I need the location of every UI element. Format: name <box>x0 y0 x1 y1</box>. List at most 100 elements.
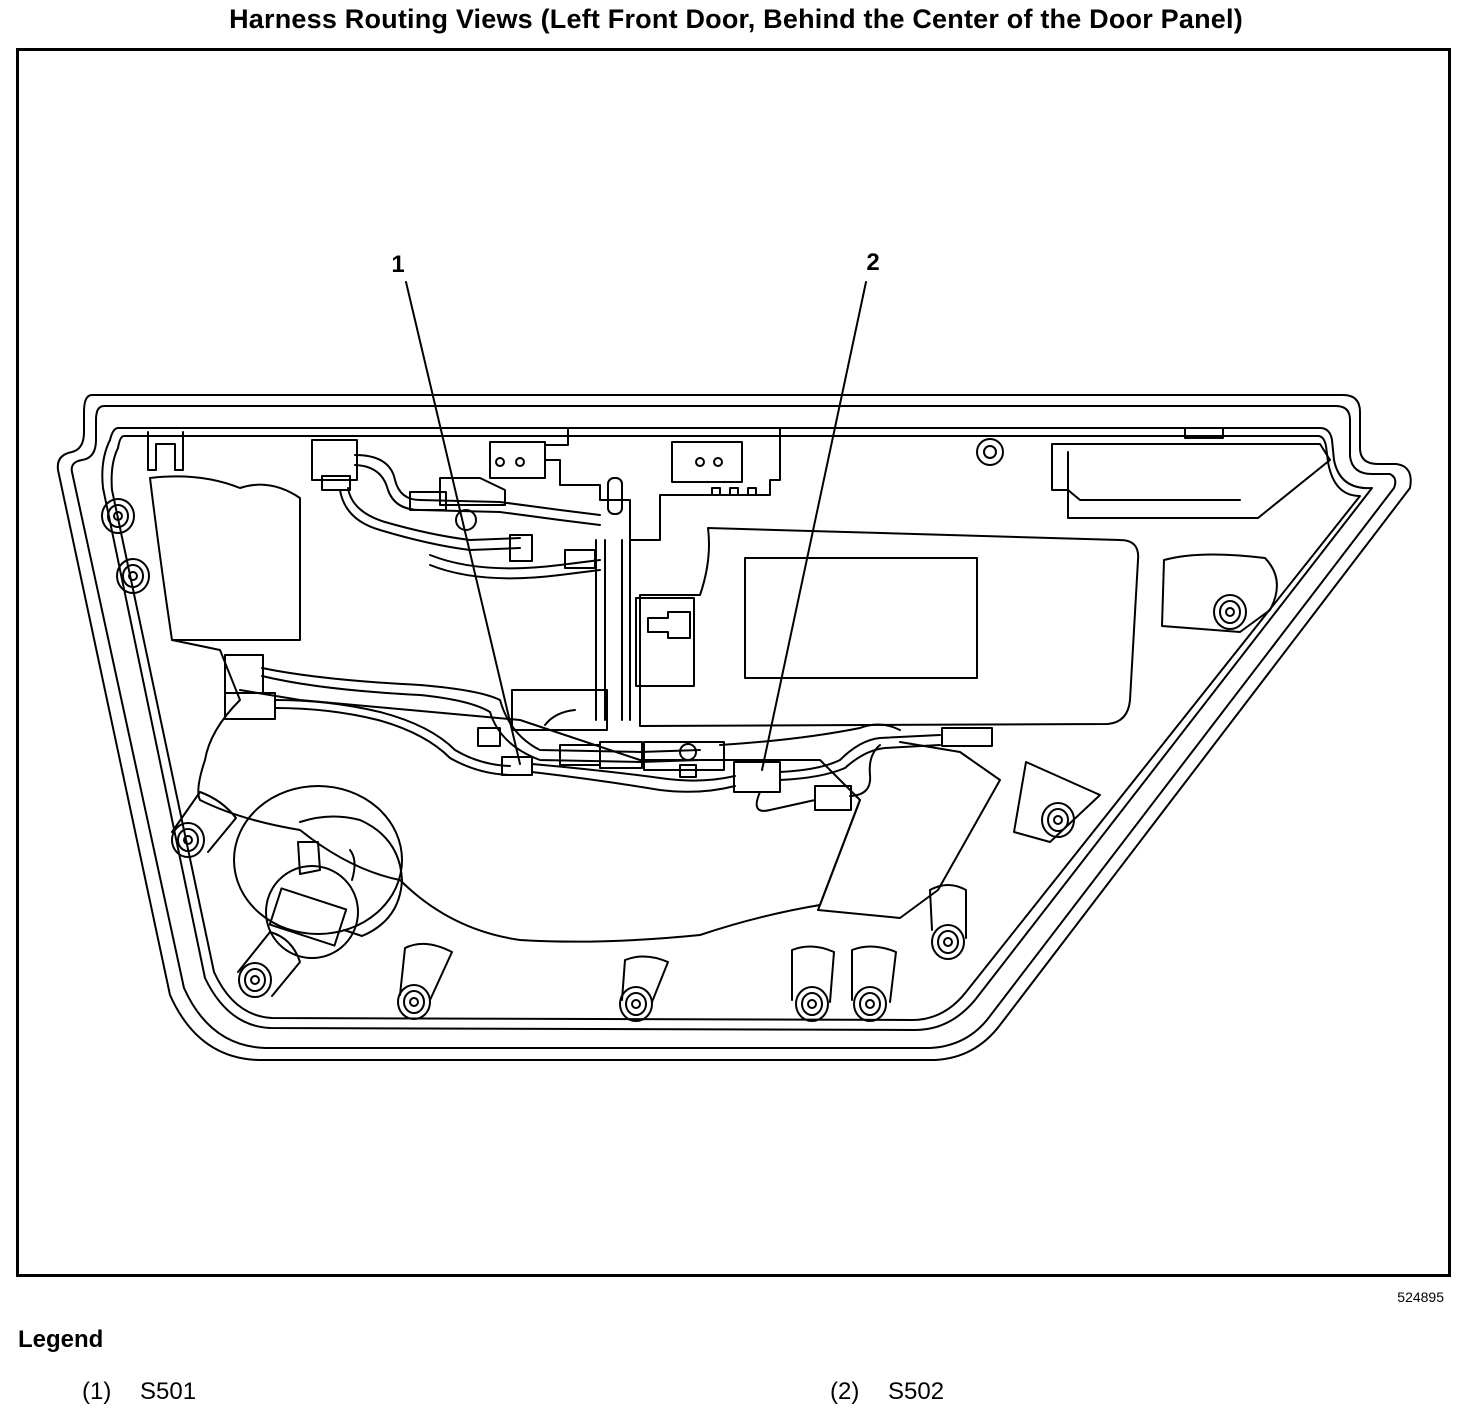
splice-s501-marker <box>501 756 533 776</box>
latch-screw-2 <box>713 457 723 467</box>
figure-frame <box>16 48 1451 1277</box>
splice-s502-marker <box>733 761 781 793</box>
speaker-cone <box>265 865 359 959</box>
access-hole-lower-outline <box>171 639 861 943</box>
harness-s502-loop <box>755 791 816 812</box>
harness-s502-right-1 <box>779 734 941 773</box>
latch-teeth <box>711 487 757 496</box>
retainer-boss-11 <box>1161 553 1278 633</box>
s502-drop-connector <box>814 785 852 811</box>
harness-upper-6 <box>429 564 601 580</box>
speaker-bolt <box>976 438 1004 466</box>
legend-item-s501: (1) S501 <box>82 1378 196 1406</box>
inline-connector-3-tab <box>679 764 697 778</box>
lower-center-bracket <box>511 689 608 731</box>
harness-s502-right-2 <box>779 744 941 781</box>
harness-upper-5 <box>429 554 601 570</box>
harness-lower-3 <box>274 699 511 767</box>
latch-screw-1 <box>695 457 705 467</box>
upper-left-clip <box>147 431 184 471</box>
connector-upper-left-tab <box>321 475 351 491</box>
retainer-2 <box>116 558 150 594</box>
harness-upper-4 <box>347 487 521 541</box>
retainer-7 <box>795 986 829 1022</box>
retainer-boss-7 <box>791 945 835 1003</box>
lower-left-connector-housing <box>224 654 264 694</box>
door-panel-outer-outline-inner <box>70 405 1397 1049</box>
retainer-5 <box>397 984 431 1020</box>
inline-connector-3-bolt <box>679 743 697 761</box>
speaker-tab <box>349 849 356 881</box>
upper-right-pigtail <box>719 723 901 746</box>
legend-item-text: S502 <box>888 1378 945 1405</box>
callout-label-2: 2 <box>866 249 879 276</box>
inline-connector-2 <box>599 741 643 769</box>
harness-upper-3 <box>339 489 521 551</box>
speaker-arc <box>299 815 403 937</box>
lock-bracket <box>489 427 781 541</box>
retainer-boss-3 <box>171 791 237 853</box>
callout-leader-2 <box>761 281 867 771</box>
upper-bolt <box>455 509 477 531</box>
retainer-10 <box>1041 802 1075 838</box>
callout-leader-1 <box>405 281 521 765</box>
access-hole-outline <box>149 475 301 641</box>
regulator-clip-box <box>635 597 695 687</box>
panel-retainers <box>101 498 1247 1022</box>
harness-s501-to-s502-2 <box>531 771 736 793</box>
regulator-clip-shape <box>647 611 691 639</box>
connector-upper-left <box>311 439 358 481</box>
regulator-cable-channel <box>817 741 1001 919</box>
speaker-bracket <box>297 841 321 875</box>
lock-screw-2 <box>515 457 525 467</box>
retainer-boss-6 <box>621 955 669 1003</box>
speaker-bolt-inner <box>983 445 997 459</box>
harness-s501-to-s502-1 <box>531 763 736 782</box>
harness-s502-down <box>849 744 881 797</box>
upper-bracket <box>439 477 506 506</box>
retainer-boss-9 <box>929 884 967 939</box>
upper-right-connector <box>941 727 993 747</box>
top-clip-right <box>1184 427 1224 439</box>
speaker-housing-inner <box>1067 451 1241 501</box>
retainer-4 <box>238 962 272 998</box>
harness-clip-3 <box>564 549 596 569</box>
door-arrow-marker <box>1013 761 1101 843</box>
legend-heading: Legend <box>18 1326 104 1353</box>
lower-left-connector <box>224 692 276 720</box>
latch-housing <box>671 441 743 483</box>
regulator-plate <box>639 527 1140 727</box>
harness-lower-5 <box>544 709 576 726</box>
regulator-window <box>744 557 978 679</box>
door-panel-inner-frame-2 <box>110 435 1361 1021</box>
inline-connector-3 <box>643 741 725 771</box>
harness-clip-lower <box>477 727 501 747</box>
retainer-6 <box>619 986 653 1022</box>
harness-lower-4 <box>274 707 511 776</box>
diagram-title: Harness Routing Views (Left Front Door, … <box>229 4 1243 34</box>
lock-rod-end <box>607 477 623 515</box>
retainer-boss-5 <box>399 942 453 1001</box>
speaker-housing <box>1051 443 1331 519</box>
harness-upper-2 <box>354 464 601 526</box>
harness-clip-2 <box>509 534 533 562</box>
door-panel-illustration: 1 2 <box>56 249 1412 1061</box>
figure-id: 524895 <box>1397 1289 1444 1305</box>
legend-item-s502: (2) S502 <box>830 1378 944 1406</box>
speaker-label-plate <box>268 887 348 947</box>
door-panel-inner-frame <box>101 427 1373 1031</box>
legend-item-text: S501 <box>140 1378 197 1405</box>
door-panel-outer-outline <box>56 394 1412 1061</box>
harness-lower-2 <box>261 675 701 763</box>
harness-clip-1 <box>409 491 447 511</box>
lock-screw-1 <box>495 457 505 467</box>
callout-label-1: 1 <box>391 251 404 278</box>
legend-item-number: (1) <box>82 1378 112 1405</box>
retainer-8 <box>853 986 887 1022</box>
retainer-1 <box>101 498 135 534</box>
legend-item-number: (2) <box>830 1378 860 1405</box>
retainer-boss-4 <box>237 931 301 997</box>
retainer-9 <box>931 924 965 960</box>
retainer-boss-8 <box>851 945 897 1003</box>
retainer-3 <box>171 822 205 858</box>
